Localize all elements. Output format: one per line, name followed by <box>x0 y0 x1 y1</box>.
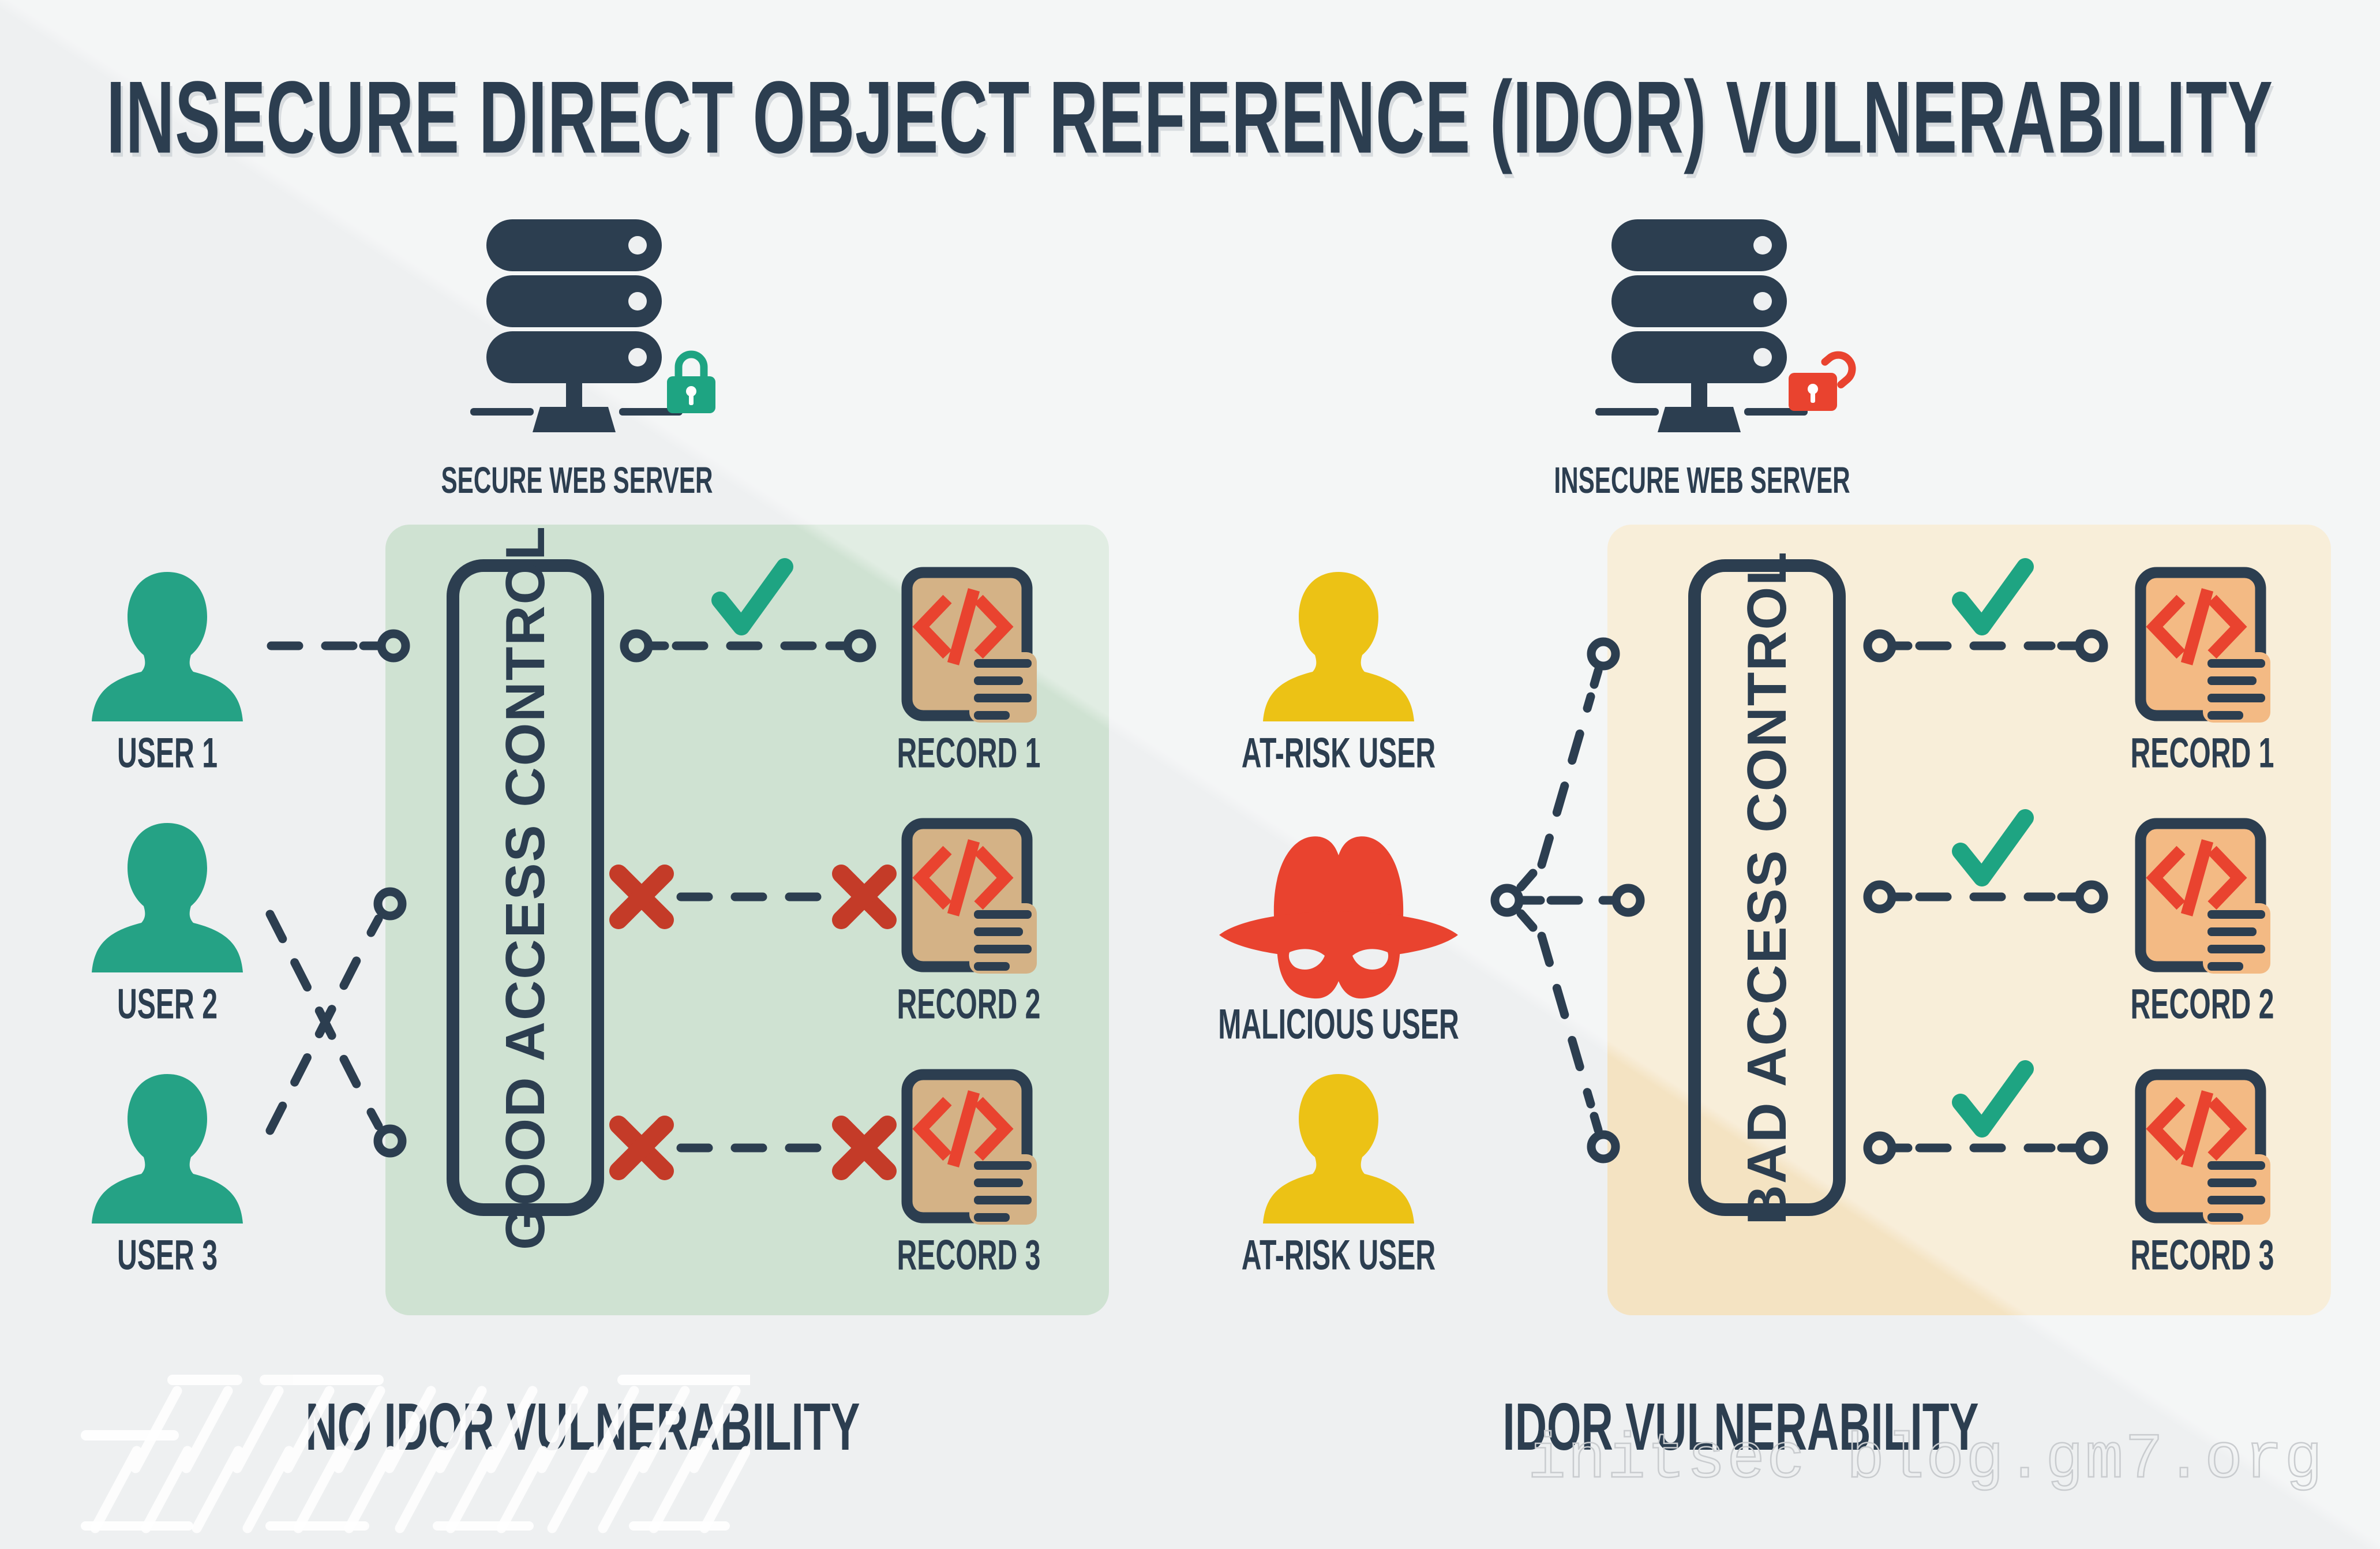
endpoint-ring <box>1587 1130 1620 1163</box>
at-risk-user-bottom-label: AT-RISK USER <box>1241 1232 1436 1279</box>
malicious-user-label: MALICIOUS USER <box>1218 1001 1459 1048</box>
connector-left-record3-denied <box>609 1116 897 1180</box>
connector-left-record1-allowed <box>620 629 876 663</box>
check-icon <box>1952 1060 2034 1138</box>
server-stack-icon <box>1595 219 1808 432</box>
endpoint-ring <box>1863 1131 1896 1165</box>
right-record3-label: RECORD 3 <box>2130 1232 2274 1279</box>
endpoint-ring <box>1490 884 1524 917</box>
code-document-icon <box>2135 1069 2270 1225</box>
user1-label: USER 1 <box>117 729 218 777</box>
user-silhouette-icon <box>92 572 243 721</box>
right-record1-label: RECORD 1 <box>2130 729 2274 777</box>
user-silhouette-icon <box>1263 572 1414 721</box>
code-document-icon <box>2135 567 2270 723</box>
page-title: INSECURE DIRECT OBJECT REFERENCE (IDOR) … <box>106 59 2273 175</box>
watermark-logo <box>81 1375 750 1533</box>
server-stack-icon <box>470 219 683 432</box>
site-watermark: initsec blog.gm7.org <box>1527 1424 2325 1498</box>
user-silhouette-icon <box>1263 1074 1414 1224</box>
endpoint-ring <box>1863 629 1896 663</box>
connector-right-record3-allowed <box>1863 1131 2108 1165</box>
endpoint-ring <box>1611 884 1645 917</box>
code-document-icon <box>901 818 1037 974</box>
bad-access-control-box: BAD ACCESS CONTROL <box>1688 551 1846 1225</box>
code-document-icon <box>901 1069 1037 1225</box>
left-record3-label: RECORD 3 <box>897 1232 1041 1279</box>
user-silhouette-icon <box>92 1074 243 1224</box>
endpoint-ring <box>373 887 407 921</box>
endpoint-ring <box>373 1124 407 1158</box>
code-document-icon <box>901 567 1037 723</box>
secure-server-label: SECURE WEB SERVER <box>441 459 713 501</box>
idor-caption: IDOR VULNERABILITY <box>1502 1389 1979 1464</box>
x-icon <box>609 1116 674 1180</box>
check-icon <box>1952 809 2034 886</box>
good-access-control-label: GOOD ACCESS CONTROL <box>494 525 556 1250</box>
endpoint-ring <box>1863 880 1896 914</box>
left-record2-label: RECORD 2 <box>897 981 1041 1028</box>
connector-right-record2-allowed <box>1863 880 2108 914</box>
connector-user3 <box>265 887 407 1135</box>
left-record1-label: RECORD 1 <box>897 729 1041 777</box>
connector-malicious-fork <box>1490 637 1645 1163</box>
insecure-server-label: INSECURE WEB SERVER <box>1554 459 1850 501</box>
code-document-icon <box>2135 818 2270 974</box>
lock-open-icon <box>1789 351 1856 411</box>
at-risk-user-top-label: AT-RISK USER <box>1241 729 1436 777</box>
connector-right-record1-allowed <box>1863 629 2108 663</box>
user-silhouette-icon <box>92 823 243 972</box>
right-record2-label: RECORD 2 <box>2130 981 2274 1028</box>
lock-closed-icon <box>667 350 715 413</box>
good-access-control-box: GOOD ACCESS CONTROL <box>447 525 604 1250</box>
endpoint-ring <box>377 629 410 663</box>
spy-hat-mask-icon <box>1219 836 1458 999</box>
x-icon <box>832 865 897 929</box>
user2-label: USER 2 <box>117 981 218 1028</box>
endpoint-ring <box>2075 1131 2108 1165</box>
x-icon <box>832 1116 897 1180</box>
check-icon <box>711 558 793 635</box>
endpoint-ring <box>2075 880 2108 914</box>
bad-access-control-label: BAD ACCESS CONTROL <box>1736 550 1798 1225</box>
connector-user2 <box>265 910 407 1158</box>
endpoint-ring <box>1587 637 1620 671</box>
endpoint-ring <box>620 629 653 663</box>
endpoint-ring <box>843 629 876 663</box>
user3-label: USER 3 <box>117 1232 218 1279</box>
x-icon <box>609 865 674 929</box>
connector-left-record2-denied <box>609 865 897 929</box>
connector-user1 <box>267 629 410 663</box>
endpoint-ring <box>2075 629 2108 663</box>
check-icon <box>1952 558 2034 635</box>
